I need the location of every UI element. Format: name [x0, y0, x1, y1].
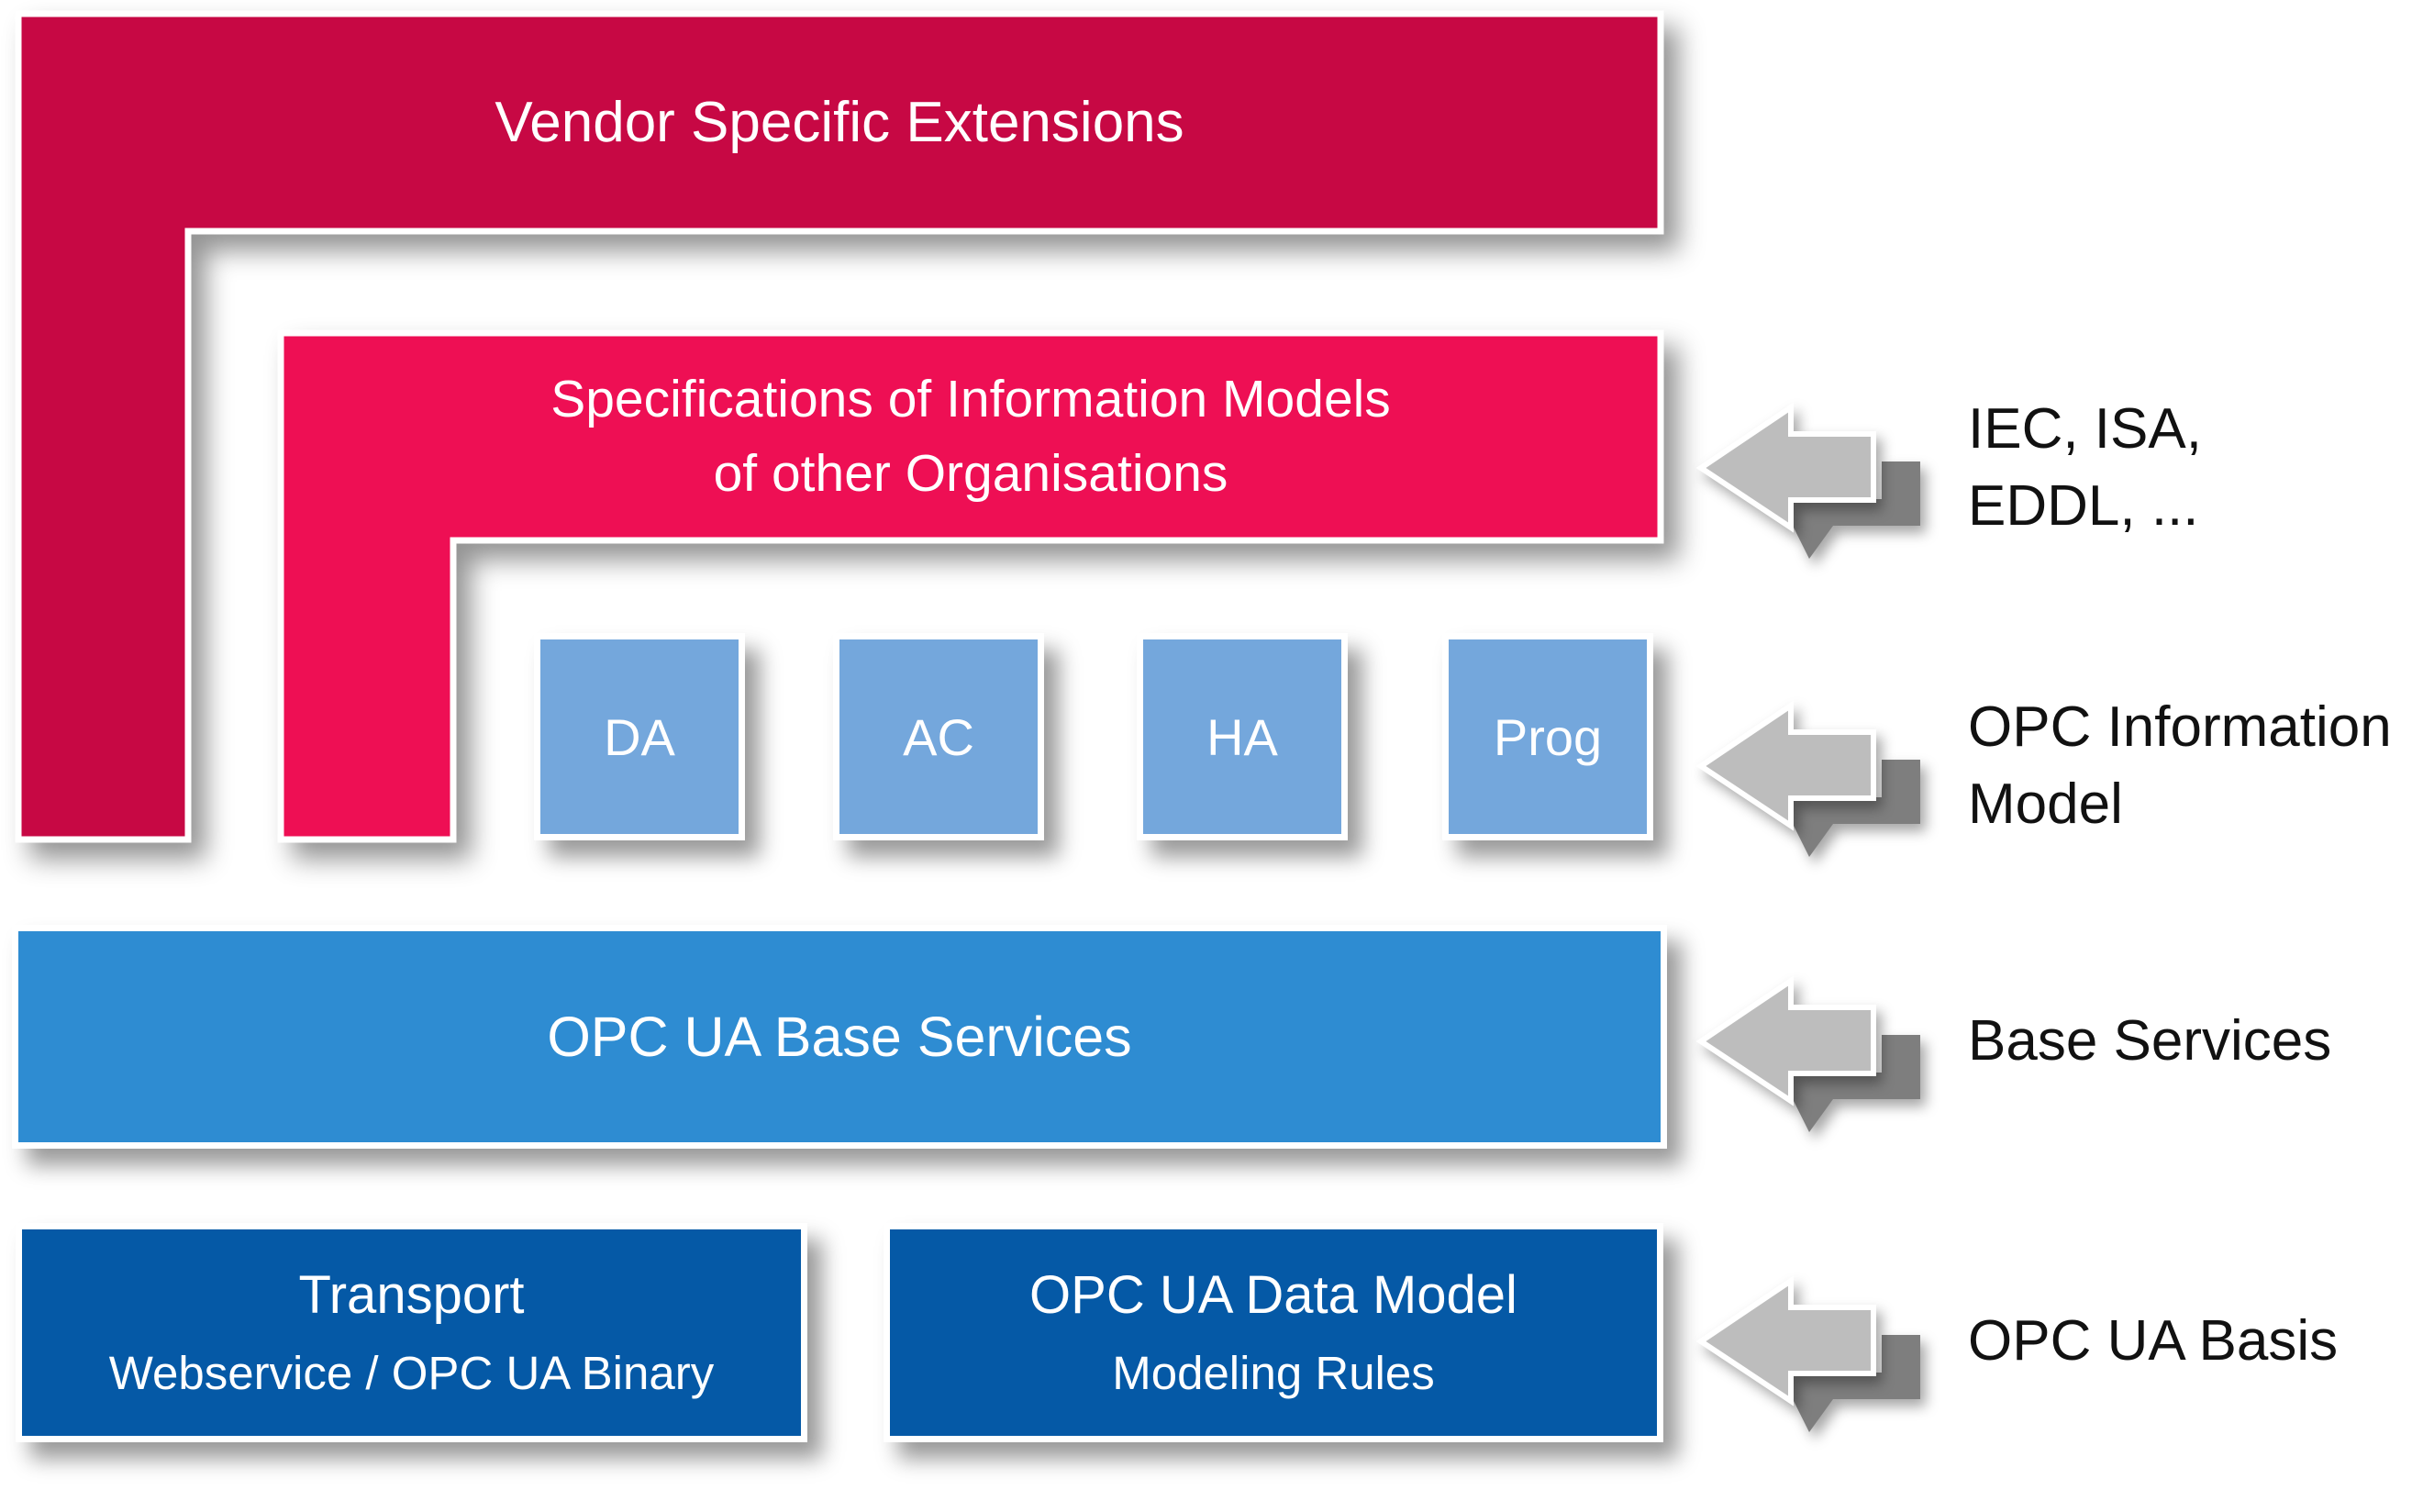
- annotation-label-ua-basis: OPC UA Basis: [1968, 1303, 2338, 1380]
- annotation-label-iec: IEC, ISA, EDDL, ...: [1968, 391, 2202, 545]
- annotation-label-iec-line1: IEC, ISA,: [1968, 397, 2202, 461]
- layer-vendor-extensions-label: Vendor Specific Extensions: [18, 14, 1661, 231]
- annotation-arrow-icon-ua-basis: [1695, 1275, 1920, 1432]
- annotation-label-iec-line2: EDDL, ...: [1968, 474, 2199, 538]
- box-data-model: OPC UA Data Model Modeling Rules: [884, 1223, 1663, 1442]
- model-box-ha-label: HA: [1206, 707, 1278, 766]
- model-box-ha: HA: [1137, 633, 1348, 840]
- annotation-arrow-icon-base-services: [1695, 975, 1920, 1132]
- vendor-extensions-shape: [15, 10, 1664, 843]
- model-box-prog-label: Prog: [1493, 707, 1603, 766]
- vendor-extensions-text: Vendor Specific Extensions: [495, 91, 1184, 154]
- model-box-prog: Prog: [1442, 633, 1653, 840]
- data-model-title: OPC UA Data Model: [1029, 1264, 1517, 1325]
- annotation-label-ua-basis-line1: OPC UA Basis: [1968, 1309, 2339, 1373]
- annotation-arrow-icon-information-model: [1695, 700, 1920, 857]
- annotation-label-information-model-line1: OPC Information: [1968, 695, 2392, 759]
- transport-title: Transport: [298, 1264, 525, 1325]
- annotation-label-information-model: OPC Information Model: [1968, 689, 2392, 843]
- specifications-shape: [277, 329, 1664, 843]
- model-box-ac: AC: [833, 633, 1044, 840]
- layer-specifications-label: Specifications of Information Models of …: [281, 333, 1661, 540]
- base-services-label: OPC UA Base Services: [547, 1006, 1132, 1068]
- specifications-text-line1: Specifications of Information Models: [550, 370, 1391, 428]
- box-transport: Transport Webservice / OPC UA Binary: [16, 1223, 807, 1442]
- annotation-label-base-services: Base Services: [1968, 1003, 2331, 1080]
- specifications-text-line2: of other Organisations: [713, 444, 1228, 503]
- annotation-label-base-services-line1: Base Services: [1968, 1009, 2332, 1073]
- model-box-da: DA: [534, 633, 745, 840]
- layer-base-services: OPC UA Base Services: [12, 925, 1667, 1149]
- model-box-ac-label: AC: [903, 707, 974, 766]
- model-box-da-label: DA: [604, 707, 675, 766]
- data-model-subtitle: Modeling Rules: [1112, 1346, 1435, 1399]
- annotation-label-information-model-line2: Model: [1968, 773, 2123, 836]
- annotation-arrow-icon-iec: [1695, 402, 1920, 559]
- transport-subtitle: Webservice / OPC UA Binary: [108, 1346, 715, 1399]
